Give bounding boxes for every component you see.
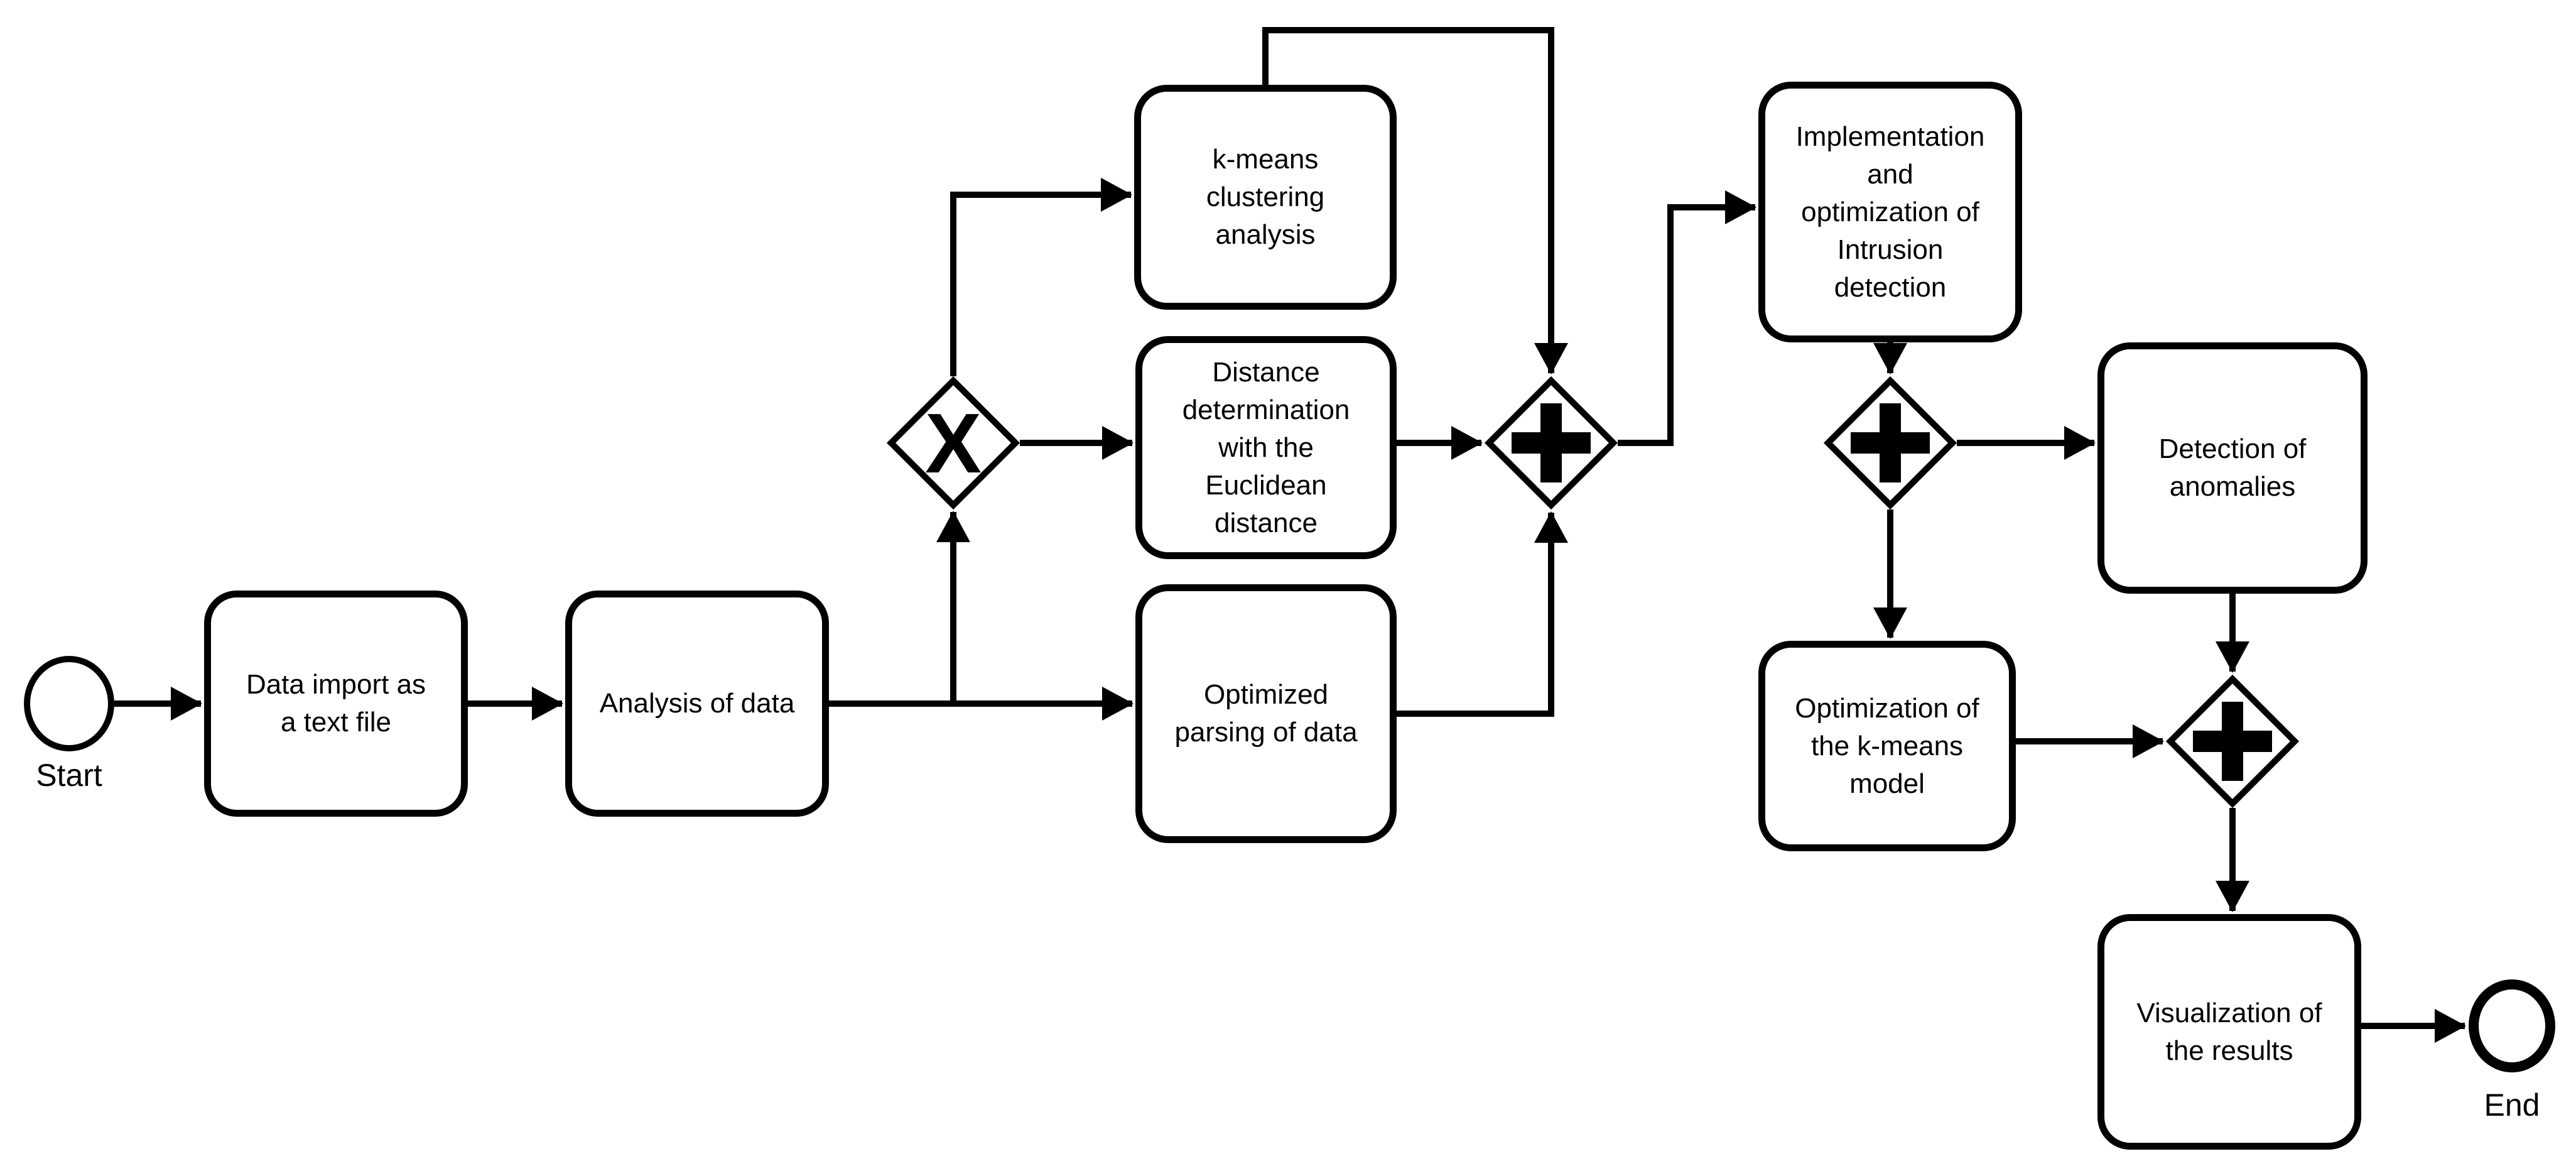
start-event-label: Start <box>36 758 102 793</box>
task-optimized-parsing: Optimized parsing of data <box>1135 584 1397 843</box>
task-detection-of-anomalies: Detection of anomalies <box>2097 342 2368 594</box>
parallel-gateway-split <box>1823 376 1957 510</box>
end-event <box>2469 979 2555 1072</box>
start-event <box>24 656 114 751</box>
flow-parsing-to-parallel-join <box>1397 511 1568 717</box>
task-optimization-kmeans-model: Optimization of the k-means model <box>1758 641 2016 851</box>
exclusive-gateway: X <box>886 376 1020 510</box>
plus-gateway-icon <box>2222 702 2243 781</box>
task-kmeans-clustering: k-means clustering analysis <box>1134 85 1397 310</box>
plus-gateway-icon <box>1880 403 1901 482</box>
x-gateway-icon: X <box>924 395 982 491</box>
task-visualization-of-results: Visualization of the results <box>2097 914 2361 1150</box>
flow-exclusive-gateway-to-kmeans <box>950 178 1132 376</box>
flow-kmeans-to-parallel-join <box>1262 27 1568 374</box>
task-data-import: Data import as a text file <box>204 591 468 817</box>
plus-gateway-icon <box>1540 403 1562 482</box>
task-implementation-intrusion-detection: Implementation and optimization of Intru… <box>1758 82 2022 342</box>
task-analysis-of-data: Analysis of data <box>565 591 829 817</box>
flow-parallel-join-to-implementation <box>1618 190 1756 446</box>
parallel-gateway-merge <box>2165 674 2300 809</box>
task-distance-determination: Distance determination with the Euclidea… <box>1135 336 1397 559</box>
parallel-gateway-join <box>1484 376 1618 510</box>
end-event-label: End <box>2484 1087 2540 1123</box>
